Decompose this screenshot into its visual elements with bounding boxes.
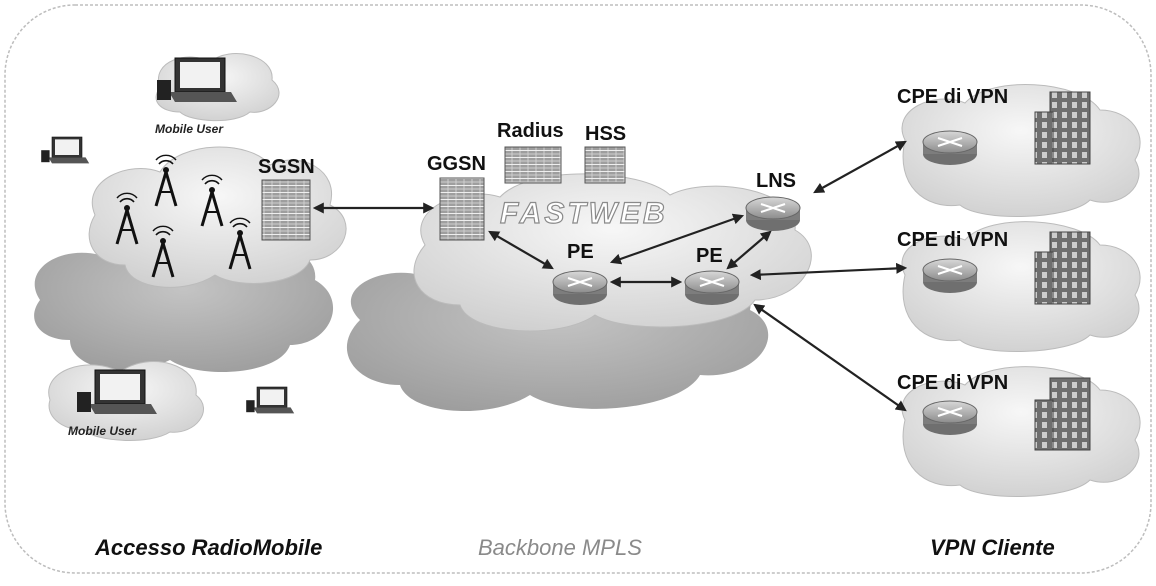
building-icon (1034, 231, 1091, 305)
building-icon (1034, 91, 1091, 165)
ggsn-label: GGSN (427, 153, 486, 175)
hss-server-icon (584, 146, 626, 184)
cpe-router-icon (922, 258, 978, 294)
sgsn-server-icon (261, 179, 311, 241)
building-icon (1034, 377, 1091, 451)
pe-router-icon (684, 270, 740, 306)
lns-router-icon (745, 196, 801, 232)
cpe-router-icon (922, 130, 978, 166)
pe-label: PE (696, 245, 723, 267)
pe-router-icon (552, 270, 608, 306)
link-pe-cpe-bottom (753, 303, 907, 412)
sgsn-label: SGSN (258, 156, 315, 178)
connection-arrows (312, 140, 908, 412)
link-lns-cpe (813, 140, 907, 194)
section-vpn-title: VPN Cliente (930, 535, 1055, 560)
lns-label: LNS (756, 170, 796, 192)
cpe-router-icon (922, 400, 978, 436)
mobile-user-label: Mobile User (155, 122, 224, 136)
link-ggsn-pe (488, 230, 554, 270)
section-backbone-title: Backbone MPLS (478, 535, 642, 560)
link-pe-lns-2 (726, 230, 772, 270)
mobile-user-label: Mobile User (68, 424, 137, 438)
radius-label: Radius (497, 120, 564, 142)
pe-label: PE (567, 241, 594, 263)
link-pe-cpe-middle (749, 262, 908, 281)
radius-server-icon (504, 146, 562, 184)
hss-label: HSS (585, 123, 626, 145)
ggsn-server-icon (439, 177, 485, 241)
link-pe-lns (609, 213, 745, 265)
section-access-title: Accesso RadioMobile (94, 535, 322, 560)
fastweb-logo: FASTWEB (500, 197, 668, 230)
cpe-label: CPE di VPN (897, 86, 1008, 108)
cpe-label: CPE di VPN (897, 372, 1008, 394)
cpe-label: CPE di VPN (897, 229, 1008, 251)
